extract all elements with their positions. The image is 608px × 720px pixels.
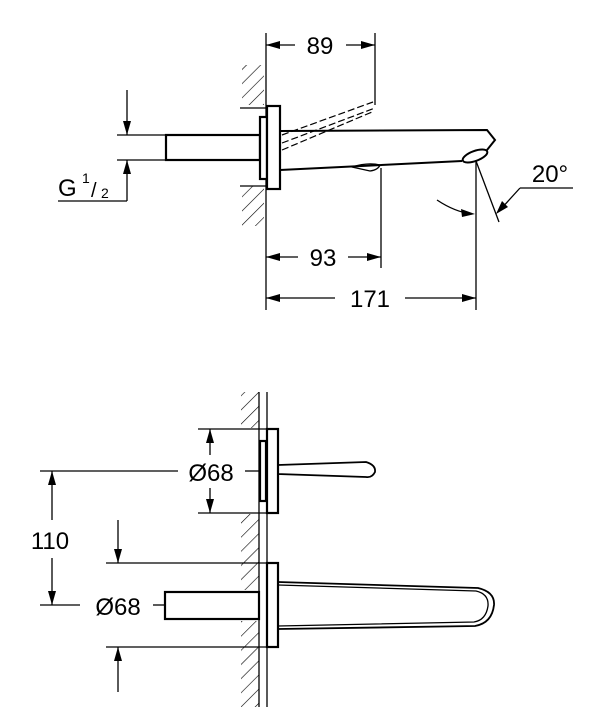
dim-spout-rosette: Ø68 bbox=[95, 594, 140, 621]
dim-handle-rosette: Ø68 bbox=[188, 460, 233, 487]
front-view: Ø68 110 Ø68 bbox=[31, 392, 495, 707]
wall-section bbox=[241, 392, 268, 707]
dimension-110: 110 bbox=[31, 471, 80, 606]
spout-front bbox=[163, 561, 495, 649]
handle-rosette bbox=[258, 427, 376, 515]
dimension-93: 93 bbox=[265, 168, 382, 310]
thread-fraction-num: 1 bbox=[82, 170, 90, 186]
side-view: G 1 / 2 89 93 171 bbox=[58, 33, 573, 313]
thread-fraction-den: 2 bbox=[101, 185, 109, 201]
dim-lever-reach: 89 bbox=[307, 33, 334, 60]
dimension-handle-rosette: Ø68 bbox=[40, 428, 267, 514]
dimension-89: 89 bbox=[265, 33, 376, 105]
thread-dimension: G 1 / 2 bbox=[58, 90, 166, 202]
dim-spout-projection: 171 bbox=[350, 286, 390, 313]
lever-raised-dashed bbox=[281, 101, 376, 151]
dimension-171: 171 bbox=[266, 160, 477, 313]
spout-body bbox=[164, 104, 497, 191]
angle-dimension: 20° bbox=[436, 160, 573, 223]
thread-label: G bbox=[58, 175, 77, 202]
wall-section bbox=[240, 65, 267, 228]
fraction-slash: / bbox=[91, 180, 97, 202]
dim-lever-position: 93 bbox=[310, 245, 337, 272]
dim-angle: 20° bbox=[532, 161, 568, 188]
dim-center-distance: 110 bbox=[31, 528, 69, 555]
dimension-spout-rosette: Ø68 bbox=[95, 520, 267, 692]
